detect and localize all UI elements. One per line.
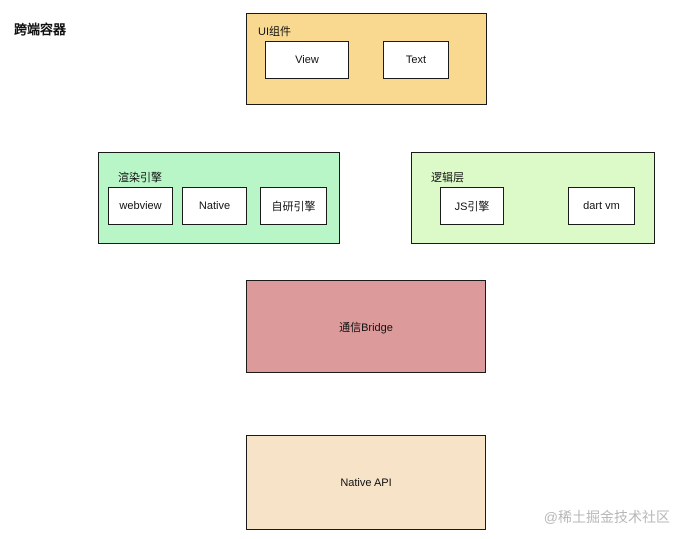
logic-layer-label: 逻辑层 <box>431 172 464 184</box>
view-box: View <box>265 41 349 79</box>
bridge-box: 通信Bridge <box>246 280 486 373</box>
render-engine-box: 渲染引擎 webview Native 自研引擎 <box>98 152 340 244</box>
render-engine-label: 渲染引擎 <box>118 172 162 184</box>
webview-box: webview <box>108 187 173 225</box>
diagram-title: 跨端容器 <box>14 22 67 37</box>
bridge-label: 通信Bridge <box>339 321 393 334</box>
native-box: Native <box>182 187 247 225</box>
custom-engine-box: 自研引擎 <box>260 187 327 225</box>
text-box: Text <box>383 41 449 79</box>
watermark: @稀土掘金技术社区 <box>543 509 670 525</box>
dart-vm-box: dart vm <box>568 187 635 225</box>
ui-components-label: UI组件 <box>258 26 291 38</box>
js-engine-box: JS引擎 <box>440 187 504 225</box>
logic-layer-box: 逻辑层 JS引擎 dart vm <box>411 152 655 244</box>
native-api-label: Native API <box>340 476 392 489</box>
native-api-box: Native API <box>246 435 486 530</box>
ui-components-box: UI组件 View Text <box>246 13 487 105</box>
